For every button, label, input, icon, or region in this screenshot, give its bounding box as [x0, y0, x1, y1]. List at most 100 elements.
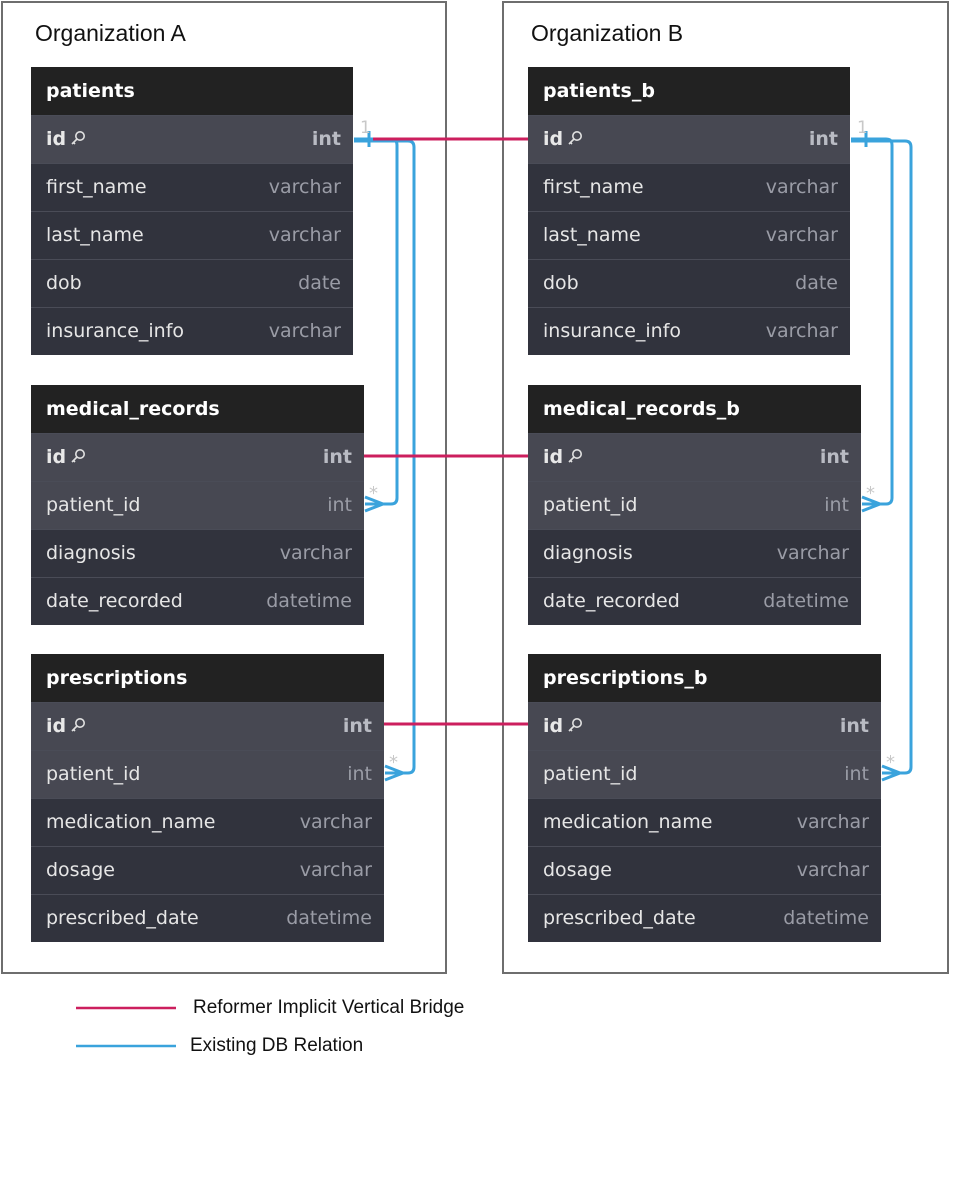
column-name: patient_id — [543, 494, 638, 516]
column-type: int — [844, 763, 869, 785]
column-row-id[interactable]: id int — [31, 702, 384, 750]
column-name: id — [46, 128, 67, 150]
column-type: int — [322, 446, 352, 468]
table-title[interactable]: patients_b — [528, 67, 850, 115]
column-name: last_name — [543, 224, 641, 246]
column-row-dob[interactable]: dob date — [31, 259, 353, 307]
table-prescriptions-b[interactable]: prescriptions_b id int patient_id int me… — [528, 654, 881, 942]
column-type: int — [824, 494, 849, 516]
column-name: id — [543, 715, 564, 737]
column-type: varchar — [268, 224, 341, 246]
column-row-date-recorded[interactable]: date_recorded datetime — [31, 577, 364, 625]
table-title[interactable]: prescriptions — [31, 654, 384, 702]
column-name: medication_name — [543, 811, 713, 833]
table-title[interactable]: medical_records — [31, 385, 364, 433]
key-icon — [568, 130, 583, 145]
column-type: int — [839, 715, 869, 737]
column-row-insurance-info[interactable]: insurance_info varchar — [528, 307, 850, 355]
column-row-id[interactable]: id int — [528, 702, 881, 750]
column-row-medication-name[interactable]: medication_name varchar — [31, 798, 384, 846]
column-row-patient-id[interactable]: patient_id int — [528, 750, 881, 798]
column-type: date — [795, 272, 838, 294]
table-prescriptions[interactable]: prescriptions id int patient_id int medi… — [31, 654, 384, 942]
column-type: datetime — [266, 590, 352, 612]
column-type: varchar — [299, 859, 372, 881]
column-row-patient-id[interactable]: patient_id int — [31, 481, 364, 529]
column-row-id[interactable]: id int — [528, 115, 850, 163]
column-type: varchar — [765, 224, 838, 246]
column-name: patient_id — [46, 494, 141, 516]
table-title[interactable]: prescriptions_b — [528, 654, 881, 702]
column-name: diagnosis — [543, 542, 633, 564]
column-row-first-name[interactable]: first_name varchar — [31, 163, 353, 211]
column-name: prescribed_date — [46, 907, 199, 929]
column-row-dob[interactable]: dob date — [528, 259, 850, 307]
column-name: dob — [543, 272, 579, 294]
column-row-insurance-info[interactable]: insurance_info varchar — [31, 307, 353, 355]
column-row-prescribed-date[interactable]: prescribed_date datetime — [31, 894, 384, 942]
column-type: datetime — [286, 907, 372, 929]
column-row-date-recorded[interactable]: date_recorded datetime — [528, 577, 861, 625]
column-type: varchar — [299, 811, 372, 833]
column-row-medication-name[interactable]: medication_name varchar — [528, 798, 881, 846]
table-patients[interactable]: patients id int first_name varchar last_… — [31, 67, 353, 355]
column-row-dosage[interactable]: dosage varchar — [528, 846, 881, 894]
key-icon — [568, 448, 583, 463]
column-row-dosage[interactable]: dosage varchar — [31, 846, 384, 894]
column-type: varchar — [279, 542, 352, 564]
column-name: insurance_info — [543, 320, 682, 342]
column-type: varchar — [268, 176, 341, 198]
column-name: medication_name — [46, 811, 216, 833]
column-name: diagnosis — [46, 542, 136, 564]
table-patients-b[interactable]: patients_b id int first_name varchar las… — [528, 67, 850, 355]
column-row-last-name[interactable]: last_name varchar — [31, 211, 353, 259]
key-icon — [71, 448, 86, 463]
column-name: patient_id — [46, 763, 141, 785]
key-icon — [71, 130, 86, 145]
table-title[interactable]: medical_records_b — [528, 385, 861, 433]
column-name: patient_id — [543, 763, 638, 785]
key-icon — [71, 717, 86, 732]
column-type: int — [342, 715, 372, 737]
organization-b-title: Organization B — [531, 20, 684, 46]
column-name: date_recorded — [543, 590, 680, 612]
column-name: date_recorded — [46, 590, 183, 612]
column-type: varchar — [765, 320, 838, 342]
column-type: int — [311, 128, 341, 150]
column-row-id[interactable]: id int — [31, 115, 353, 163]
column-name: dob — [46, 272, 82, 294]
legend-relation-label: Existing DB Relation — [190, 1035, 364, 1056]
column-row-prescribed-date[interactable]: prescribed_date datetime — [528, 894, 881, 942]
column-name: dosage — [46, 859, 115, 881]
column-type: int — [327, 494, 352, 516]
column-row-id[interactable]: id int — [31, 433, 364, 481]
column-row-last-name[interactable]: last_name varchar — [528, 211, 850, 259]
column-name: prescribed_date — [543, 907, 696, 929]
key-icon — [568, 717, 583, 732]
column-type: varchar — [796, 859, 869, 881]
column-name: dosage — [543, 859, 612, 881]
column-row-diagnosis[interactable]: diagnosis varchar — [31, 529, 364, 577]
column-name: id — [543, 446, 564, 468]
column-name: first_name — [46, 176, 147, 198]
column-row-patient-id[interactable]: patient_id int — [31, 750, 384, 798]
column-row-diagnosis[interactable]: diagnosis varchar — [528, 529, 861, 577]
column-name: id — [46, 715, 67, 737]
table-title[interactable]: patients — [31, 67, 353, 115]
column-name: id — [543, 128, 564, 150]
column-type: varchar — [776, 542, 849, 564]
column-row-first-name[interactable]: first_name varchar — [528, 163, 850, 211]
column-type: varchar — [796, 811, 869, 833]
table-medical-records-b[interactable]: medical_records_b id int patient_id int … — [528, 385, 861, 625]
column-type: datetime — [763, 590, 849, 612]
column-row-patient-id[interactable]: patient_id int — [528, 481, 861, 529]
table-medical-records[interactable]: medical_records id int patient_id int di… — [31, 385, 364, 625]
column-type: varchar — [765, 176, 838, 198]
column-type: int — [347, 763, 372, 785]
column-name: insurance_info — [46, 320, 185, 342]
column-row-id[interactable]: id int — [528, 433, 861, 481]
column-type: varchar — [268, 320, 341, 342]
column-name: last_name — [46, 224, 144, 246]
organization-a-title: Organization A — [35, 20, 186, 46]
column-type: int — [819, 446, 849, 468]
